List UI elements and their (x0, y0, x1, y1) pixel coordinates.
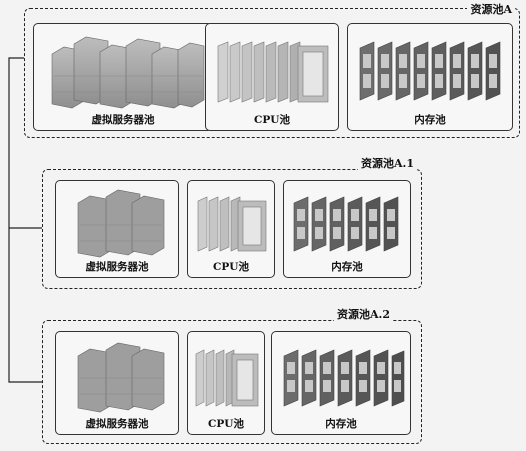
cpu-pool-label: CPU池 (208, 418, 244, 430)
cpu-pool: CPU池 (187, 331, 265, 435)
resource-pool-a1-title: 资源池A.1 (357, 155, 417, 171)
cpu-pool: CPU池 (187, 180, 275, 278)
memory-pool: 内存池 (271, 331, 411, 435)
memory-pool: 内存池 (347, 23, 513, 131)
memory-pool-label: 内存池 (331, 261, 363, 273)
virtual-server-pool-label: 虚拟服务器池 (85, 261, 149, 273)
resource-pool-a1: 资源池A.1 虚拟服务器池 CPU池 (42, 155, 422, 289)
resource-pool-a: 资源池A 虚拟服务器池 (24, 1, 520, 138)
virtual-server-pool-label: 虚拟服务器池 (91, 114, 155, 126)
memory-pool-label: 内存池 (414, 114, 446, 126)
virtual-server-pool-label: 虚拟服务器池 (85, 418, 149, 430)
cpu-icon (217, 41, 329, 103)
virtual-server-pool: 虚拟服务器池 (55, 180, 179, 278)
memory-icon (359, 41, 501, 101)
cpu-icon (195, 349, 259, 407)
cpu-icon (197, 196, 267, 252)
server-icon (77, 342, 165, 413)
memory-icon (283, 349, 405, 407)
server-icon (51, 36, 205, 109)
virtual-server-pool: 虚拟服务器池 (33, 23, 213, 131)
memory-pool: 内存池 (283, 180, 411, 278)
cpu-pool-label: CPU池 (254, 114, 290, 126)
cpu-pool-label: CPU池 (213, 261, 249, 273)
resource-pool-a2-title: 资源池A.2 (333, 306, 393, 322)
memory-icon (293, 196, 399, 252)
resource-pool-a2: 资源池A.2 虚拟服务器池 CPU池 (42, 306, 422, 444)
virtual-server-pool: 虚拟服务器池 (55, 331, 179, 435)
server-icon (77, 189, 165, 258)
memory-pool-label: 内存池 (325, 418, 357, 430)
resource-pool-a-title: 资源池A (467, 1, 515, 17)
cpu-pool: CPU池 (205, 23, 339, 131)
